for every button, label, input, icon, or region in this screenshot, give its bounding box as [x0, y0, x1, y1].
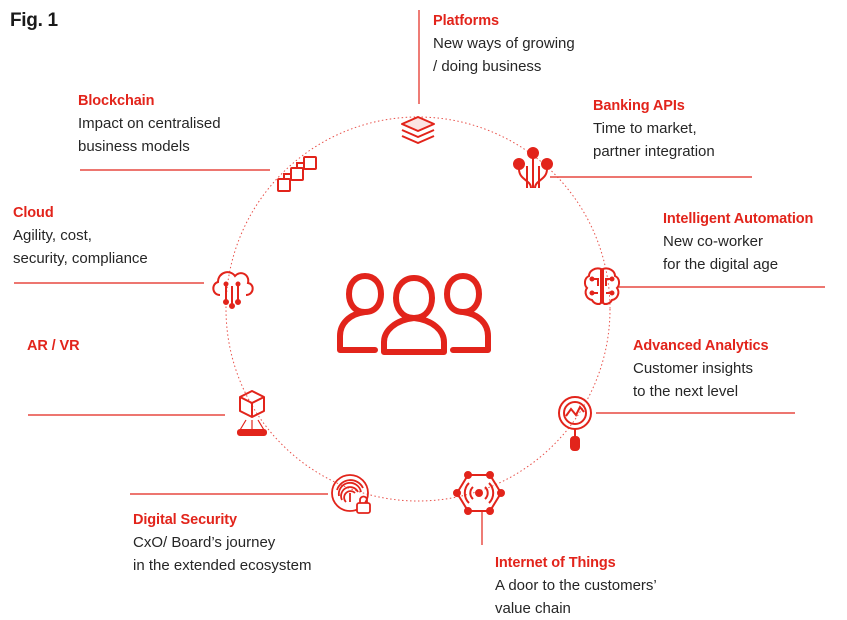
figure-label: Fig. 1	[10, 10, 58, 31]
api-network-icon	[509, 146, 557, 190]
node-description: New ways of growing/ doing business	[433, 35, 575, 75]
brain-circuit-icon	[580, 264, 624, 308]
node-ar-vr: AR / VR	[27, 337, 80, 355]
chain-blocks-icon	[275, 153, 319, 195]
node-cloud: Cloud Agility, cost,security, compliance	[13, 204, 148, 270]
node-title: Platforms	[433, 13, 499, 29]
fingerprint-lock-icon	[329, 472, 375, 518]
node-title: Internet of Things	[495, 555, 616, 571]
cloud-connect-icon	[208, 262, 256, 312]
magnifier-chart-icon	[555, 393, 595, 453]
people-group-icon	[335, 272, 493, 361]
node-description: Time to market,partner integration	[593, 120, 715, 160]
node-title: Blockchain	[78, 93, 155, 109]
stacked-layers-icon	[397, 113, 439, 149]
node-title: Intelligent Automation	[663, 211, 814, 227]
node-title: AR / VR	[27, 338, 80, 354]
node-title: Advanced Analytics	[633, 338, 769, 354]
node-platforms: Platforms New ways of growing/ doing bus…	[433, 12, 575, 78]
node-description: A door to the customers’value chain	[495, 577, 657, 617]
node-description: Agility, cost,security, compliance	[13, 227, 148, 267]
iot-hexagon-icon	[453, 471, 505, 515]
node-title: Cloud	[13, 205, 54, 221]
hologram-cube-icon	[232, 388, 272, 438]
node-internet-of-things: Internet of Things A door to the custome…	[495, 554, 657, 620]
node-title: Digital Security	[133, 512, 237, 528]
node-title: Banking APIs	[593, 98, 685, 114]
node-banking-apis: Banking APIs Time to market,partner inte…	[593, 97, 715, 163]
